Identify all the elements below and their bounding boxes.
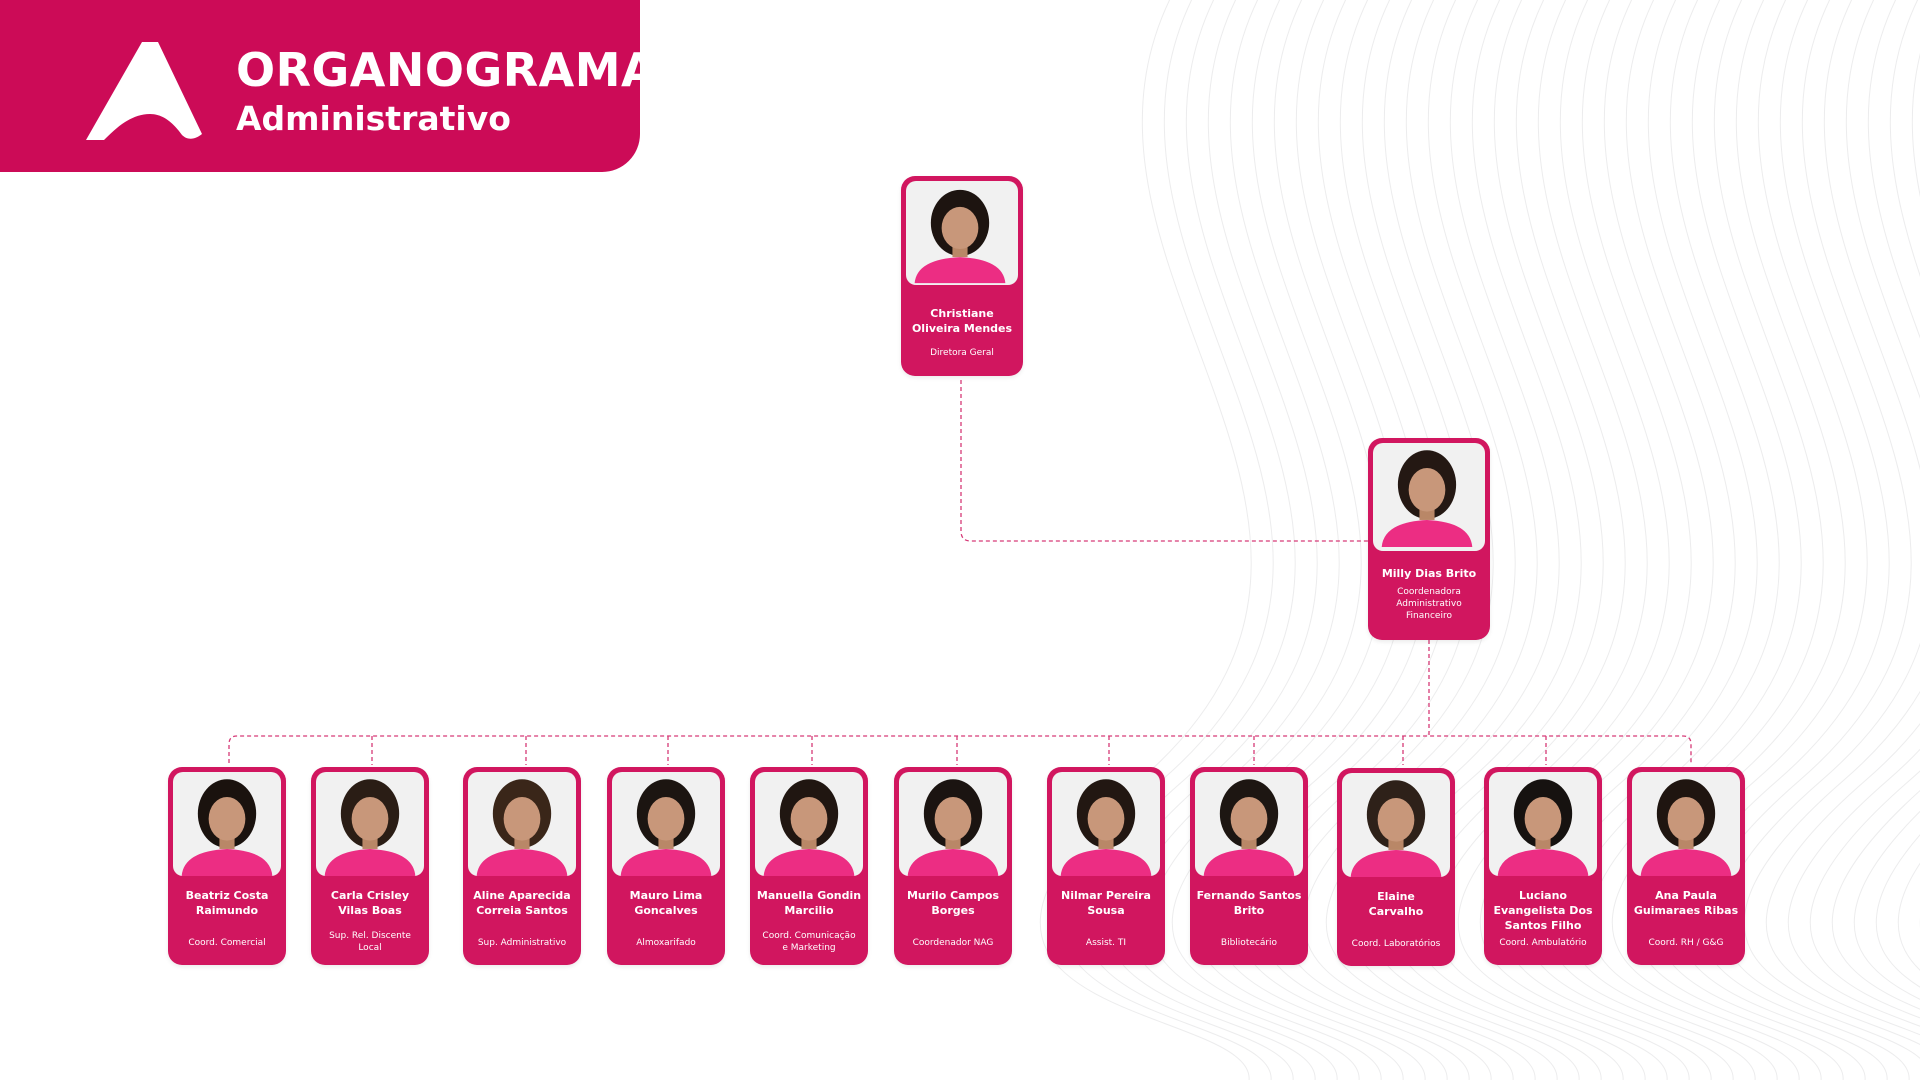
person-name: Beatriz Costa Raimundo bbox=[185, 889, 269, 917]
person-portrait bbox=[914, 189, 1006, 284]
org-card-coordinator[interactable]: Milly Dias Brito Coordenadora Administra… bbox=[1368, 438, 1490, 640]
person-name: Elaine Carvalho bbox=[1368, 890, 1424, 918]
person-portrait bbox=[1350, 780, 1442, 877]
stylized-a-logo-icon bbox=[86, 42, 202, 140]
person-name: Murilo Campos Borges bbox=[906, 889, 1000, 917]
person-portrait bbox=[1203, 779, 1295, 876]
person-portrait bbox=[1497, 779, 1589, 876]
person-name: Milly Dias Brito bbox=[1381, 567, 1477, 580]
person-portrait bbox=[1381, 450, 1473, 547]
person-role: Sup. Rel. Discente Local bbox=[329, 931, 411, 953]
avatar bbox=[1489, 772, 1597, 876]
person-portrait bbox=[324, 779, 416, 876]
avatar bbox=[1195, 772, 1303, 876]
header-banner: ORGANOGRAMA Administrativo bbox=[0, 0, 657, 172]
person-name: Carla Crisley Vilas Boas bbox=[330, 889, 410, 917]
org-card-staff[interactable]: Ana Paula Guimaraes Ribas Coord. RH / G&… bbox=[1627, 767, 1745, 965]
person-name: Christiane Oliveira Mendes bbox=[911, 307, 1013, 335]
person-portrait bbox=[763, 779, 855, 876]
person-role: Coord. Ambulatório bbox=[1499, 938, 1587, 948]
person-role: Coordenador NAG bbox=[912, 938, 994, 948]
person-name: Luciano Evangelista Dos Santos Filho bbox=[1493, 889, 1593, 932]
person-portrait bbox=[620, 779, 712, 876]
person-role: Coord. RH / G&G bbox=[1648, 938, 1724, 948]
person-role: Coord. Comercial bbox=[188, 938, 266, 948]
person-name: Mauro Lima Goncalves bbox=[629, 889, 703, 917]
org-card-director[interactable]: Christiane Oliveira Mendes Diretora Gera… bbox=[901, 176, 1023, 376]
page-title: ORGANOGRAMA bbox=[236, 43, 658, 97]
person-portrait bbox=[1060, 779, 1152, 876]
person-role: Diretora Geral bbox=[930, 348, 994, 358]
person-name: Fernando Santos Brito bbox=[1196, 889, 1302, 917]
avatar bbox=[468, 772, 576, 876]
avatar bbox=[1052, 772, 1160, 876]
page-subtitle: Administrativo bbox=[236, 99, 511, 138]
person-portrait bbox=[907, 779, 999, 876]
avatar bbox=[1342, 773, 1450, 877]
person-role: Coordenadora Administrativo Financeiro bbox=[1396, 587, 1462, 621]
org-card-staff[interactable]: Elaine Carvalho Coord. Laboratórios bbox=[1337, 768, 1455, 966]
person-name: Ana Paula Guimaraes Ribas bbox=[1633, 889, 1739, 917]
avatar bbox=[1373, 443, 1485, 551]
org-card-staff[interactable]: Luciano Evangelista Dos Santos Filho Coo… bbox=[1484, 767, 1602, 965]
avatar bbox=[173, 772, 281, 876]
person-role: Bibliotecário bbox=[1220, 938, 1278, 948]
org-card-staff[interactable]: Aline Aparecida Correia Santos Sup. Admi… bbox=[463, 767, 581, 965]
org-card-staff[interactable]: Manuella Gondin Marcilio Coord. Comunica… bbox=[750, 767, 868, 965]
person-name: Nilmar Pereira Sousa bbox=[1061, 889, 1151, 917]
person-role: Coord. Comunicação e Marketing bbox=[762, 931, 856, 953]
avatar bbox=[316, 772, 424, 876]
avatar bbox=[906, 181, 1018, 285]
org-card-staff[interactable]: Fernando Santos Brito Bibliotecário bbox=[1190, 767, 1308, 965]
person-name: Manuella Gondin Marcilio bbox=[756, 889, 862, 917]
org-card-staff[interactable]: Beatriz Costa Raimundo Coord. Comercial bbox=[168, 767, 286, 965]
avatar bbox=[612, 772, 720, 876]
avatar bbox=[899, 772, 1007, 876]
org-card-staff[interactable]: Nilmar Pereira Sousa Assist. TI bbox=[1047, 767, 1165, 965]
org-card-staff[interactable]: Mauro Lima Goncalves Almoxarifado bbox=[607, 767, 725, 965]
org-card-staff[interactable]: Carla Crisley Vilas Boas Sup. Rel. Disce… bbox=[311, 767, 429, 965]
person-portrait bbox=[476, 779, 568, 876]
avatar bbox=[1632, 772, 1740, 876]
person-role: Assist. TI bbox=[1085, 938, 1127, 948]
person-role: Coord. Laboratórios bbox=[1351, 939, 1441, 949]
person-portrait bbox=[181, 779, 273, 876]
person-portrait bbox=[1640, 779, 1732, 876]
avatar bbox=[755, 772, 863, 876]
org-card-staff[interactable]: Murilo Campos Borges Coordenador NAG bbox=[894, 767, 1012, 965]
person-name: Aline Aparecida Correia Santos bbox=[473, 889, 571, 917]
person-role: Sup. Administrativo bbox=[477, 938, 567, 948]
person-role: Almoxarifado bbox=[636, 938, 696, 948]
